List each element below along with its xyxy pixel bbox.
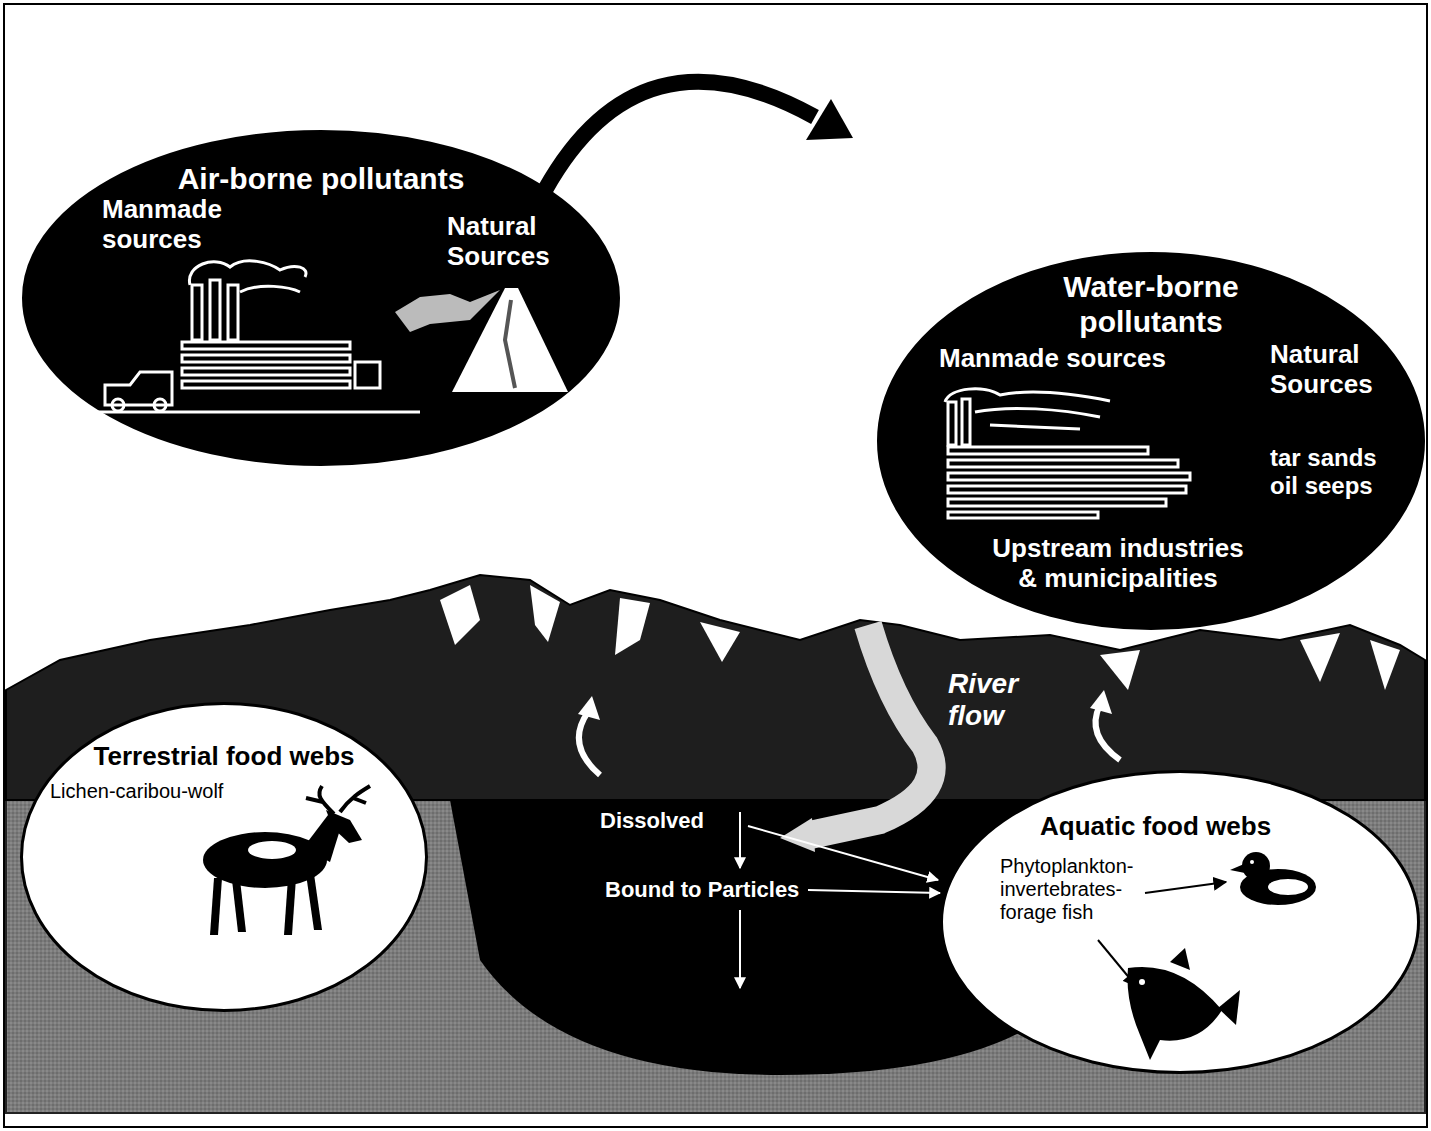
frame-border bbox=[4, 4, 1427, 1127]
source-ellipse: Water-borne pollutantsManmade sources Nat… bbox=[877, 252, 1425, 630]
node-heading: Terrestrial food webs bbox=[20, 742, 428, 772]
node-heading: Air-borne pollutants bbox=[22, 162, 620, 197]
node-text: Natural Sources bbox=[447, 212, 577, 272]
uptake-arrow bbox=[748, 826, 938, 880]
node-heading: Water-borne pollutants bbox=[1021, 270, 1281, 339]
snow-patch bbox=[530, 585, 560, 642]
foodweb-ellipse: Aquatic food websPhytoplankton-invertebr… bbox=[940, 770, 1420, 1074]
snow-patch bbox=[440, 585, 480, 645]
duck-head bbox=[1242, 852, 1270, 880]
foodweb-ellipse: Terrestrial food websLichen-caribou-wolf bbox=[20, 702, 428, 1012]
uptake-arrow bbox=[808, 890, 940, 893]
node-text: tar sands oil seeps bbox=[1270, 444, 1395, 499]
node-text: Natural Sources bbox=[1270, 340, 1395, 400]
node-text: Upstream industries & municipalities bbox=[983, 534, 1253, 594]
duck-flank bbox=[1268, 879, 1308, 895]
region-label: Bound to Particles bbox=[605, 877, 799, 902]
snow-patch bbox=[615, 598, 650, 655]
runoff-arrow bbox=[1096, 705, 1121, 760]
region-label: River flow bbox=[948, 668, 1040, 732]
caribou-patch bbox=[248, 841, 296, 859]
ellipse-shape bbox=[879, 254, 1424, 629]
node-heading: Aquatic food webs bbox=[1040, 812, 1271, 842]
river-arrowhead bbox=[780, 818, 815, 852]
lava-flow bbox=[505, 300, 515, 388]
node-text: Manmade sources bbox=[939, 344, 1166, 374]
source-ellipse: Air-borne pollutantsManmade sources Natur… bbox=[22, 130, 620, 466]
runoff-arrowhead bbox=[1090, 690, 1112, 714]
ellipse-shape bbox=[942, 772, 1419, 1073]
settling-arrow bbox=[739, 812, 741, 868]
snow-patch bbox=[1370, 640, 1400, 690]
fish-eye bbox=[1139, 979, 1145, 985]
node-text: Manmade sources bbox=[102, 195, 252, 255]
runoff-arrow bbox=[579, 712, 600, 775]
transport-arrow bbox=[545, 82, 815, 190]
settling-arrow bbox=[739, 910, 741, 988]
runoff-arrowhead bbox=[578, 696, 600, 720]
snow-patch bbox=[700, 622, 740, 662]
ground-line bbox=[95, 411, 420, 414]
river-band bbox=[810, 625, 932, 835]
region-label: Dissolved bbox=[600, 808, 704, 833]
transport-arrowhead bbox=[806, 99, 853, 140]
node-text: Phytoplankton-invertebrates-forage fish bbox=[1000, 855, 1150, 924]
snow-patch bbox=[1100, 650, 1140, 690]
snow-patch bbox=[1300, 633, 1340, 682]
node-text: Lichen-caribou-wolf bbox=[50, 780, 223, 803]
duck-eye bbox=[1250, 860, 1254, 864]
